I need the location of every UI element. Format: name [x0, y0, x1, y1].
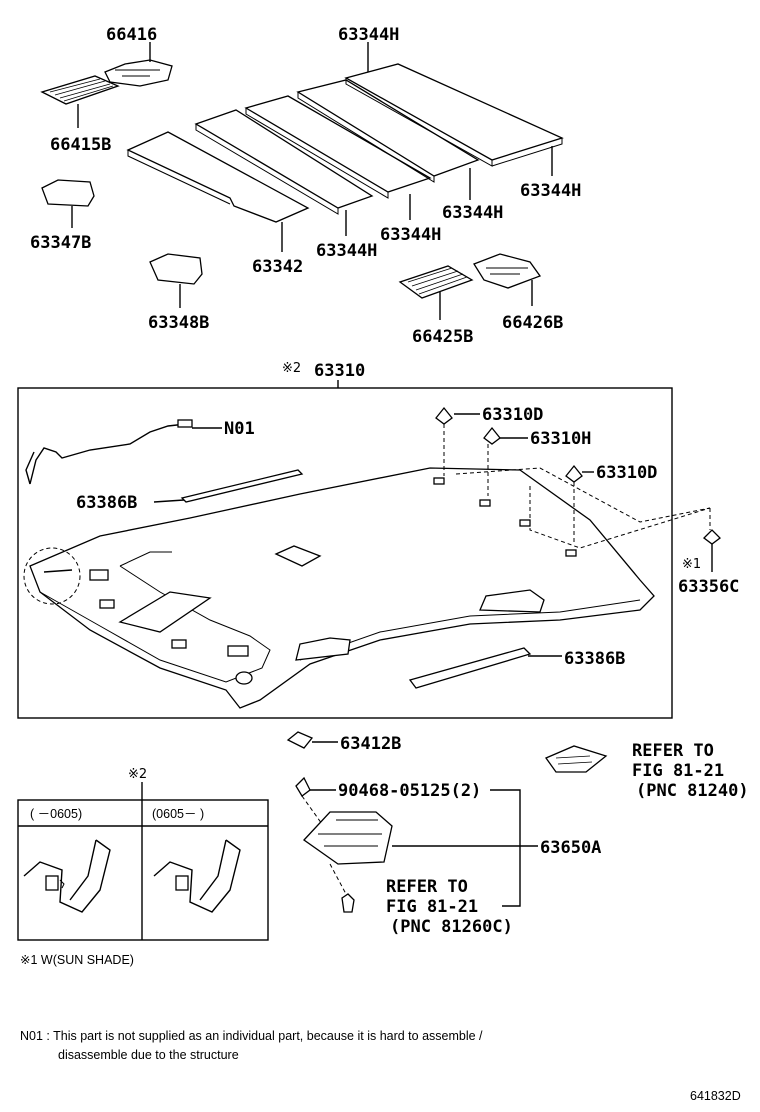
inset-col-2-header: (0605－ ) — [152, 807, 204, 821]
refer-2-line-1: REFER TO — [386, 877, 468, 897]
clip-63356c-drawing — [703, 529, 721, 545]
part-63310h-label: 63310H — [530, 429, 591, 449]
inset-col-1-header: ( －0605) — [30, 807, 82, 821]
refer-2-line-2: FIG 81-21 — [386, 897, 478, 917]
part-63310d-lower-label: 63310D — [596, 463, 657, 483]
part-63650a-label: 63650A — [540, 838, 601, 858]
inset-detail-1-drawing — [23, 839, 111, 913]
bracket-66416-drawing — [104, 42, 173, 87]
part-63386b-upper-label: 63386B — [76, 493, 137, 513]
n01-label: N01 — [224, 419, 255, 439]
clip-63310d-lower-drawing — [565, 464, 594, 544]
strip-63386b-upper-drawing — [153, 469, 304, 503]
wire-n01-drawing — [25, 419, 222, 485]
part-66426b-label: 66426B — [502, 313, 563, 333]
pad-63347b-drawing — [41, 179, 95, 228]
bracket-line — [490, 789, 521, 907]
part-63310d-upper-label: 63310D — [482, 405, 543, 425]
detail-circle — [23, 547, 81, 605]
part-63356c-label: 63356C — [678, 577, 739, 597]
part-63344h-right-label: 63344H — [520, 181, 581, 201]
inset-detail-2-drawing — [153, 839, 241, 913]
lamp-81240-drawing — [545, 745, 608, 773]
guide-dashed-1 — [455, 467, 711, 523]
bracket-66426b-drawing — [473, 253, 542, 306]
inset-table — [17, 799, 269, 941]
part-63348b-label: 63348B — [148, 313, 209, 333]
refer-1-line-3: (PNC 81240) — [636, 781, 749, 801]
bulb-drawing — [341, 893, 355, 913]
clip-63412b-drawing — [286, 731, 338, 749]
part-63344h-bottom-label: 63344H — [316, 241, 377, 261]
screw-90468-drawing — [295, 776, 336, 825]
grill-66415b-drawing — [40, 75, 120, 128]
console-63650a-drawing — [303, 811, 538, 895]
pad-63344h-3-drawing — [296, 79, 480, 200]
pad-63344h-2-drawing — [244, 95, 432, 220]
pad-63344h-1-drawing — [194, 109, 374, 236]
part-63310-label: 63310 — [314, 361, 365, 381]
pad-63348b-drawing — [149, 253, 203, 308]
headliner-body-drawing — [29, 467, 655, 709]
refer-1-line-1: REFER TO — [632, 741, 714, 761]
n01-note-line-2: disassemble due to the structure — [58, 1048, 239, 1062]
part-63344h-mid-label: 63344H — [442, 203, 503, 223]
detail-mark — [43, 569, 73, 573]
headliner-frame — [17, 387, 673, 719]
mark-1: ※1 — [682, 557, 701, 572]
clip-63310h-drawing — [483, 426, 528, 496]
part-63344h-lower-label: 63344H — [380, 225, 441, 245]
legend-sun-shade: ※1 W(SUN SHADE) — [20, 953, 134, 967]
part-63386b-lower-label: 63386B — [564, 649, 625, 669]
part-63347b-label: 63347B — [30, 233, 91, 253]
part-63342-label: 63342 — [252, 257, 303, 277]
mark-2-headliner: ※2 — [282, 361, 301, 376]
refer-1-line-2: FIG 81-21 — [632, 761, 724, 781]
n01-note-line-1: N01 : This part is not supplied as an in… — [20, 1029, 483, 1043]
refer-2-line-3: (PNC 81260C) — [390, 917, 513, 937]
part-66425b-label: 66425B — [412, 327, 473, 347]
clip-63310d-upper-drawing — [435, 406, 480, 476]
pad-63342-drawing — [126, 131, 310, 252]
part-66416-label: 66416 — [106, 25, 157, 45]
pad-63344h-4-drawing — [344, 42, 564, 176]
grill-66425b-drawing — [398, 265, 474, 320]
mark-2-inset: ※2 — [128, 767, 147, 782]
part-90468-label: 90468-05125(2) — [338, 781, 481, 801]
part-63412b-label: 63412B — [340, 734, 401, 754]
figure-code: 641832D — [690, 1089, 741, 1103]
part-66415b-label: 66415B — [50, 135, 111, 155]
strip-63386b-lower-drawing — [408, 647, 562, 689]
part-63344h-top-label: 63344H — [338, 25, 399, 45]
guide-dashed-2 — [529, 486, 711, 549]
